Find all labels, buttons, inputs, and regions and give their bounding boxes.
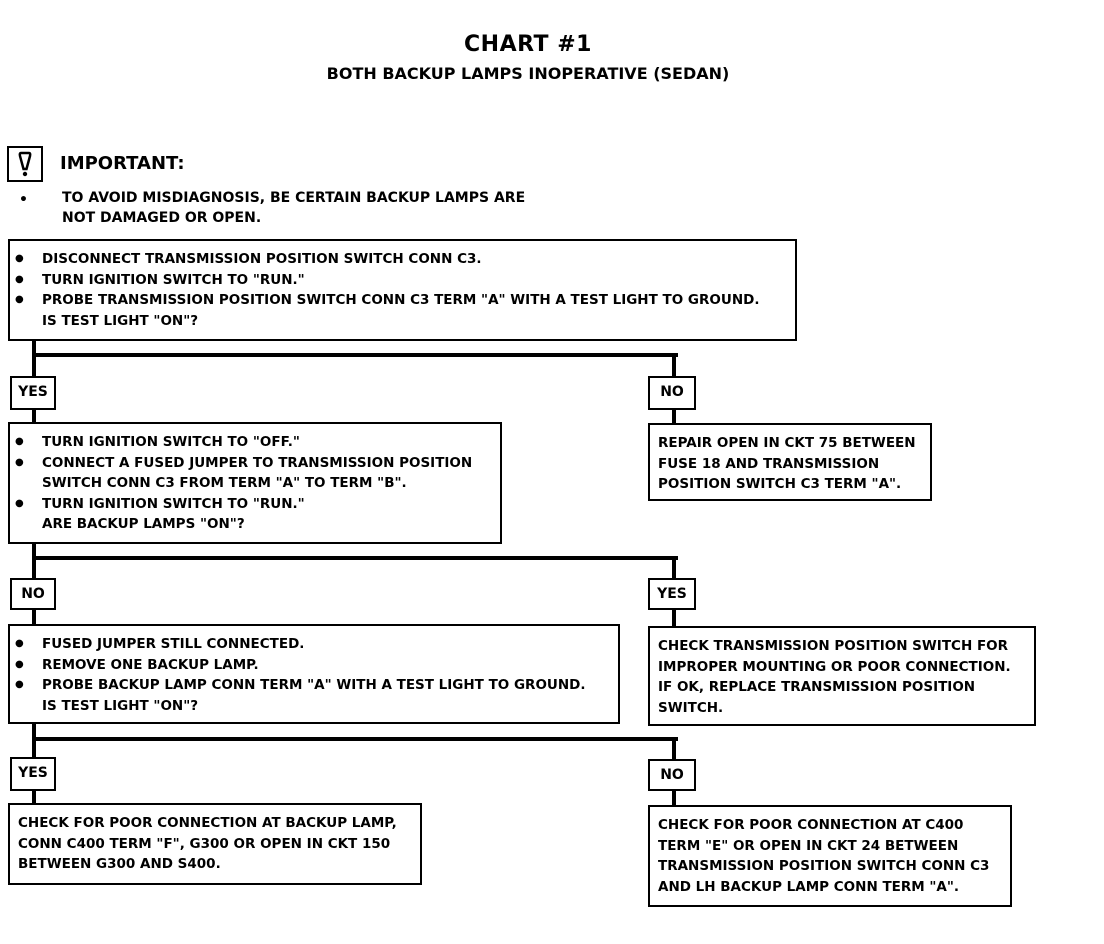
result-line: CHECK FOR POOR CONNECTION AT C400 bbox=[658, 817, 964, 833]
step1-no-label: NO bbox=[648, 376, 696, 410]
step1-box: DISCONNECT TRANSMISSION POSITION SWITCH … bbox=[8, 239, 797, 341]
step1-bullet: PROBE TRANSMISSION POSITION SWITCH CONN … bbox=[10, 290, 795, 311]
result-line: CONN C400 TERM "F", G300 OR OPEN IN CKT … bbox=[18, 835, 391, 852]
connector-line bbox=[32, 353, 678, 357]
important-label: IMPORTANT: bbox=[60, 153, 185, 174]
result-line: FUSE 18 AND TRANSMISSION bbox=[658, 455, 880, 472]
step2-yes-label: YES bbox=[648, 578, 696, 610]
step3-yes-label: YES bbox=[10, 757, 56, 791]
result-line: BETWEEN G300 AND S400. bbox=[18, 856, 221, 872]
result-check-c400: CHECK FOR POOR CONNECTION AT C400 TERM "… bbox=[648, 805, 1012, 907]
step2-box: TURN IGNITION SWITCH TO "OFF." CONNECT A… bbox=[8, 422, 502, 544]
step2-continuation: SWITCH CONN C3 FROM TERM "A" TO TERM "B"… bbox=[42, 475, 407, 491]
connector-line bbox=[32, 408, 36, 424]
important-bullet: • bbox=[19, 192, 28, 208]
connector-line bbox=[32, 340, 36, 378]
step3-bullet: PROBE BACKUP LAMP CONN TERM "A" WITH A T… bbox=[10, 675, 618, 696]
step3-bullet: FUSED JUMPER STILL CONNECTED. bbox=[10, 634, 618, 655]
result-line: AND LH BACKUP LAMP CONN TERM "A". bbox=[658, 878, 960, 895]
result-line: CHECK FOR POOR CONNECTION AT BACKUP LAMP… bbox=[18, 815, 397, 831]
exclamation-icon bbox=[7, 146, 43, 182]
step2-bullet: CONNECT A FUSED JUMPER TO TRANSMISSION P… bbox=[10, 453, 500, 474]
connector-line bbox=[672, 737, 676, 761]
important-line: NOT DAMAGED OR OPEN. bbox=[62, 210, 262, 226]
result-line: IF OK, REPLACE TRANSMISSION POSITION bbox=[658, 679, 976, 695]
step2-bullet: TURN IGNITION SWITCH TO "OFF." bbox=[10, 432, 500, 453]
connector-line bbox=[32, 789, 36, 805]
result-line: POSITION SWITCH C3 TERM "A". bbox=[658, 476, 902, 492]
step3-question: IS TEST LIGHT "ON"? bbox=[42, 697, 199, 714]
step1-bullet: DISCONNECT TRANSMISSION POSITION SWITCH … bbox=[10, 249, 795, 270]
connector-line bbox=[32, 542, 36, 578]
connector-line bbox=[32, 608, 36, 626]
result-line: IMPROPER MOUNTING OR POOR CONNECTION. bbox=[658, 658, 1011, 675]
step1-question: IS TEST LIGHT "ON"? bbox=[42, 312, 199, 329]
connector-line bbox=[672, 353, 676, 378]
connector-line bbox=[32, 723, 36, 759]
result-line: CHECK TRANSMISSION POSITION SWITCH FOR bbox=[658, 638, 1009, 654]
step1-bullet: TURN IGNITION SWITCH TO "RUN." bbox=[10, 270, 795, 291]
step2-question: ARE BACKUP LAMPS "ON"? bbox=[42, 516, 245, 532]
connector-line bbox=[672, 608, 676, 626]
important-line: TO AVOID MISDIAGNOSIS, BE CERTAIN BACKUP… bbox=[62, 190, 526, 206]
result-check-backup-lamp: CHECK FOR POOR CONNECTION AT BACKUP LAMP… bbox=[8, 803, 422, 885]
step1-yes-label: YES bbox=[10, 376, 56, 410]
result-line: TERM "E" OR OPEN IN CKT 24 BETWEEN bbox=[658, 837, 959, 854]
result-line: REPAIR OPEN IN CKT 75 BETWEEN bbox=[658, 435, 916, 451]
step2-bullet: TURN IGNITION SWITCH TO "RUN." bbox=[10, 494, 500, 515]
step3-box: FUSED JUMPER STILL CONNECTED. REMOVE ONE… bbox=[8, 624, 620, 724]
result-repair-open-ckt75: REPAIR OPEN IN CKT 75 BETWEEN FUSE 18 AN… bbox=[648, 423, 932, 501]
connector-line bbox=[32, 556, 678, 560]
important-text: TO AVOID MISDIAGNOSIS, BE CERTAIN BACKUP… bbox=[62, 188, 525, 228]
result-line: SWITCH. bbox=[658, 699, 724, 716]
connector-line bbox=[672, 408, 676, 424]
step3-bullet: REMOVE ONE BACKUP LAMP. bbox=[10, 655, 618, 676]
connector-line bbox=[672, 556, 676, 580]
connector-line bbox=[672, 789, 676, 807]
chart-subtitle: BOTH BACKUP LAMPS INOPERATIVE (SEDAN) bbox=[326, 64, 730, 83]
chart-title: CHART #1 bbox=[464, 32, 592, 57]
result-line: TRANSMISSION POSITION SWITCH CONN C3 bbox=[658, 858, 990, 874]
step3-no-label: NO bbox=[648, 759, 696, 791]
connector-line bbox=[32, 737, 678, 741]
step2-no-label: NO bbox=[10, 578, 56, 610]
result-check-switch: CHECK TRANSMISSION POSITION SWITCH FOR I… bbox=[648, 626, 1036, 726]
